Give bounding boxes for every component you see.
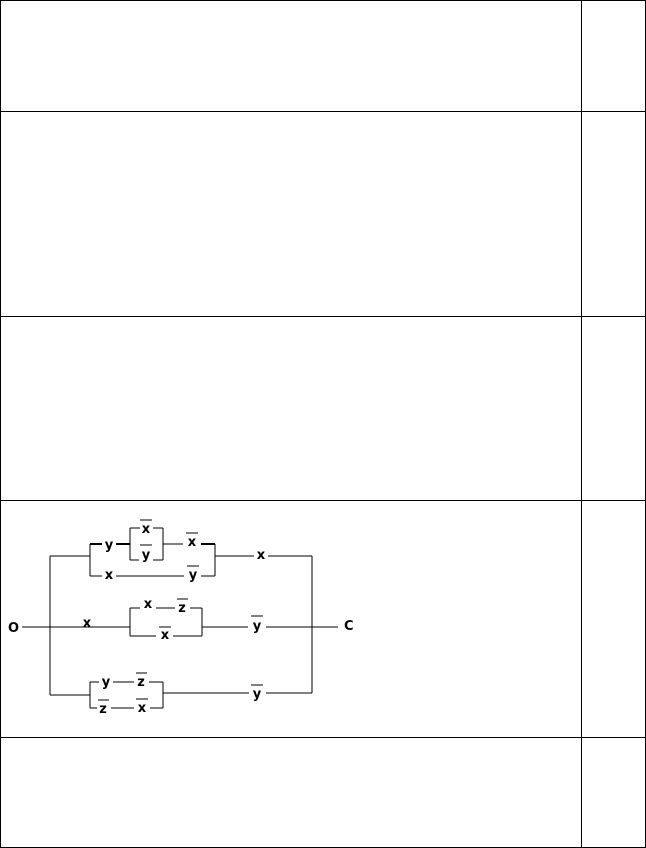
terminal-right-label: C <box>344 619 354 634</box>
branch2-box-x-label: x <box>144 597 153 612</box>
branch1-box-y-bar-label: y <box>142 548 151 563</box>
branch3-lower-x-bar-label: x <box>138 701 147 716</box>
marks-cell-row-5 <box>581 737 646 848</box>
branch3-upper-y-label: y <box>102 675 111 690</box>
marks-cell-row-4 <box>581 500 646 738</box>
answer-cell-row-2 <box>0 111 582 317</box>
answer-cell-row-1 <box>0 0 582 112</box>
branch1-lower-x-label: x <box>105 568 114 583</box>
branch3-series-y-bar-label: y <box>253 687 262 702</box>
branch1-after-box-x-bar-label: x <box>188 535 197 550</box>
branch2-series-x-label: x <box>83 616 92 631</box>
branch1-box-x-bar-label: x <box>142 522 151 537</box>
branch3-upper-z-bar-label: z <box>137 675 145 690</box>
switching-circuit-diagram: O y x y x x y x x x z x y y <box>8 519 354 717</box>
branch2-box-x-bar-label: x <box>161 628 170 643</box>
branch1-upper-y-label: y <box>105 538 114 553</box>
branch1-series-x-label: x <box>257 548 266 563</box>
answer-cell-row-3 <box>0 316 582 501</box>
answer-cell-row-5 <box>0 737 582 848</box>
branch2-series-y-bar-label: y <box>253 619 262 634</box>
marks-cell-row-3 <box>581 316 646 501</box>
branch1-lower-y-bar-label: y <box>189 568 198 583</box>
branch2-box-z-bar-label: z <box>178 601 186 616</box>
terminal-left-label: O <box>8 621 19 636</box>
diagram-cell-row-4 <box>0 500 582 738</box>
marks-cell-row-1 <box>581 0 646 112</box>
marks-cell-row-2 <box>581 111 646 317</box>
branch3-lower-z-bar-label: z <box>99 702 107 717</box>
